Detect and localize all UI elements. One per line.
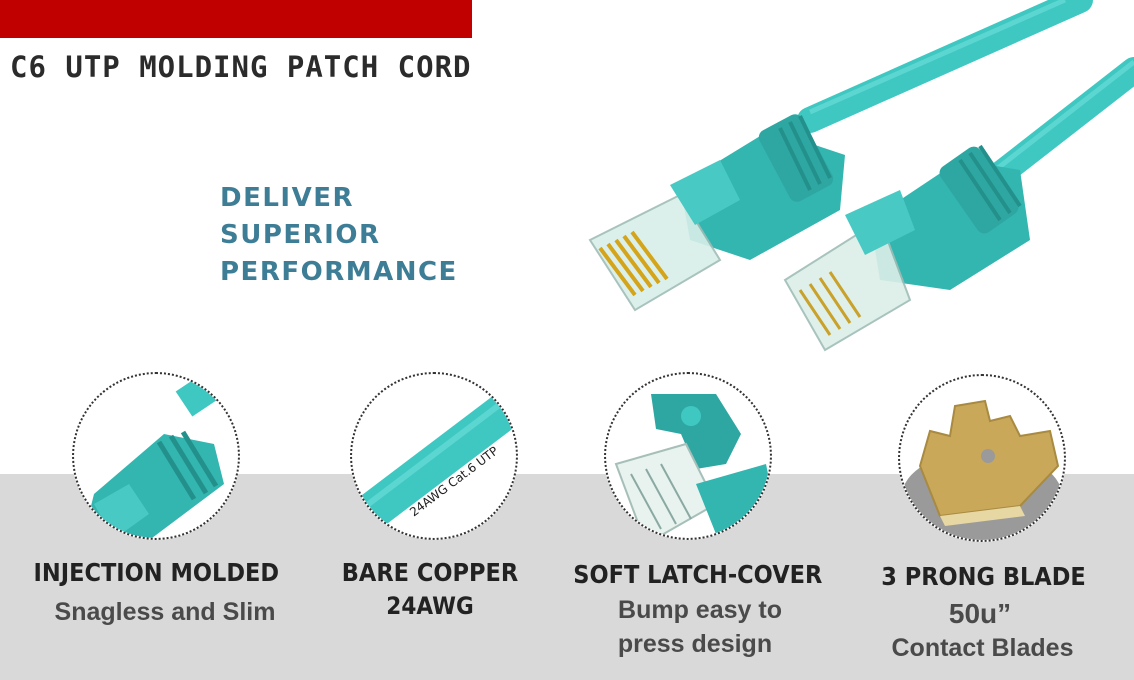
latch-cover-closeup-icon xyxy=(604,372,772,540)
connector-1 xyxy=(588,114,845,312)
feature-4-title: 3 PRONG BLADE xyxy=(881,562,1086,591)
tagline-line-3: PERFORMANCE xyxy=(220,257,458,287)
molded-boot-closeup-icon xyxy=(72,372,240,540)
feature-4-subtitle-line-1: 50u” xyxy=(948,598,1012,629)
feature-2-subtitle: 24AWG xyxy=(386,592,474,620)
feature-4-subtitle-line-2: Contact Blades xyxy=(891,634,1074,662)
header-accent-bar xyxy=(0,0,472,38)
connector-2 xyxy=(783,144,1030,352)
cable-jacket-closeup-icon: 24AWG Cat.6 UTP xyxy=(350,372,518,540)
feature-2-title: BARE COPPER xyxy=(341,558,519,587)
tagline-line-2: SUPERIOR xyxy=(220,220,381,250)
feature-1-subtitle: Snagless and Slim xyxy=(54,598,276,626)
feature-3-title: SOFT LATCH-COVER xyxy=(573,560,823,589)
feature-3-subtitle-line-1: Bump easy to xyxy=(618,596,782,624)
tagline-line-1: DELIVER xyxy=(220,183,354,213)
feature-1-title: INJECTION MOLDED xyxy=(33,558,280,587)
patch-cord-image xyxy=(588,0,1134,352)
tagline: DELIVER SUPERIOR PERFORMANCE xyxy=(220,180,458,291)
gold-blade-closeup-icon xyxy=(898,374,1066,542)
page-title: C6 UTP MOLDING PATCH CORD xyxy=(10,50,472,84)
feature-3-subtitle-line-2: press design xyxy=(617,630,773,658)
